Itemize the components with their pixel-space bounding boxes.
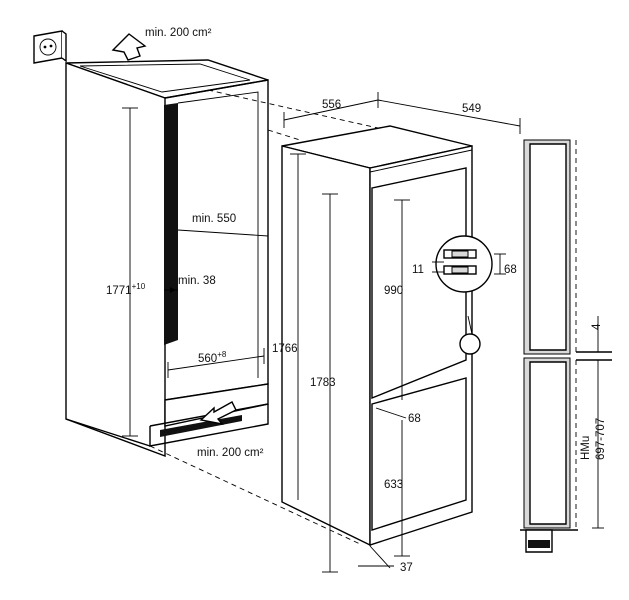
appliance-width-dimension [377, 99, 521, 134]
airflow-up-arrow-icon [111, 33, 147, 61]
d-11-label: 11 [412, 264, 424, 276]
depth-min-label: min. 550 [192, 213, 236, 225]
depth-min-dimension [177, 229, 269, 237]
power-socket-icon [33, 30, 67, 64]
niche-width-label: 560+8 [198, 350, 227, 365]
d-37-label: 37 [400, 562, 413, 574]
height-1783-dimension [322, 193, 338, 573]
appliance-depth-label: 556 [322, 99, 341, 111]
niche-height-base: 1771 [106, 285, 132, 297]
vent-bottom-label: min. 200 cm² [197, 447, 264, 459]
height-633-dimension [394, 420, 410, 557]
vent-top-label: min. 200 cm² [145, 27, 212, 39]
niche-height-label: 1771+10 [106, 282, 146, 297]
appliance-body [281, 125, 473, 547]
side-gap-4-label: 4 [591, 323, 603, 330]
niche-height-dimension [122, 107, 138, 437]
height-633-label: 633 [384, 479, 403, 491]
niche-height-tolerance: +10 [132, 282, 146, 291]
niche-width-base: 560 [198, 353, 217, 365]
side-gap-label: min. 38 [178, 275, 216, 287]
side-profile [520, 139, 612, 553]
side-gap-dimension [164, 287, 178, 293]
hinge-detail-marker [459, 315, 481, 355]
appliance-width-label: 549 [462, 103, 481, 115]
hinge-detail-callout [432, 235, 506, 293]
airflow-in-arrow-icon [199, 401, 237, 426]
niche-cabinet [65, 59, 269, 458]
hmu-title-label: HMu [580, 436, 592, 460]
hmu-range-label: 697-707 [595, 418, 607, 460]
height-990-label: 990 [384, 285, 403, 297]
niche-width-dimension [167, 348, 265, 378]
niche-width-tolerance: +8 [217, 350, 227, 359]
height-1766-dimension [290, 153, 306, 500]
height-990-dimension [394, 199, 410, 400]
height-1766-label: 1766 [272, 343, 298, 355]
d-68-mid-label: 68 [408, 413, 421, 425]
d-68-top-label: 68 [504, 264, 517, 276]
height-1783-label: 1783 [310, 377, 336, 389]
